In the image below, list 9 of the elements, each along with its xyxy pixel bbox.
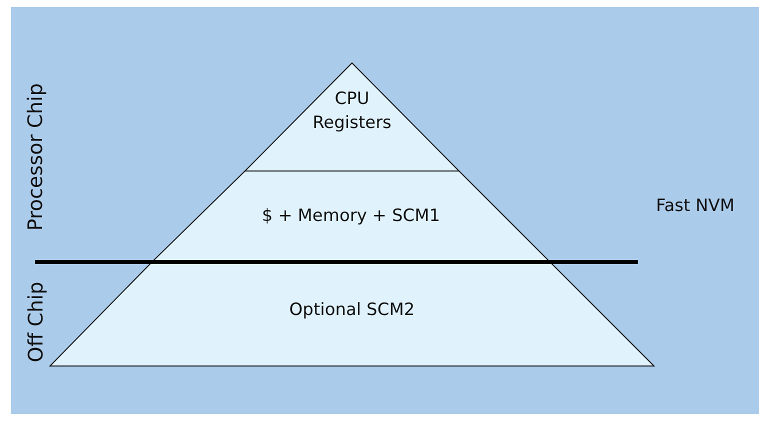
- tier-label: Optional SCM2: [288, 299, 416, 322]
- tier-label: CPU Registers: [312, 88, 392, 135]
- section-label: Fast NVM: [656, 196, 735, 216]
- pyramid-tier: [50, 262, 654, 366]
- section-label: Off Chip: [22, 282, 47, 362]
- section-label: Processor Chip: [22, 83, 47, 231]
- tier-label: $ + Memory + SCM1: [260, 205, 442, 228]
- pyramid-tier: [245, 63, 459, 171]
- pyramid-tier: [152, 171, 550, 262]
